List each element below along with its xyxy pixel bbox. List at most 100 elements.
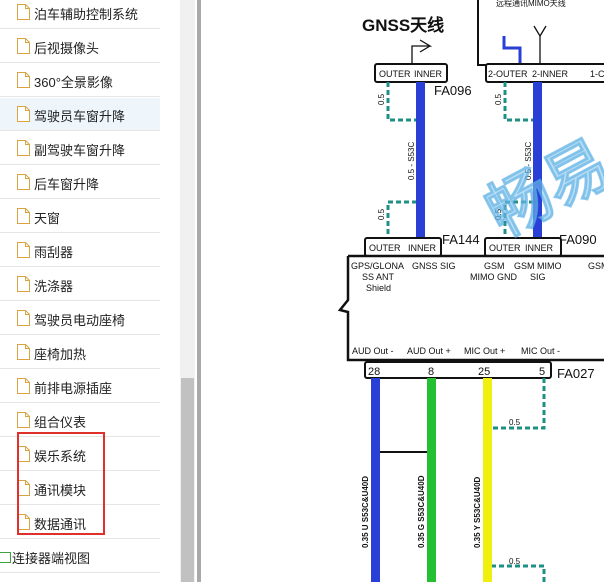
- tree-item-label: 数据通讯: [34, 517, 87, 532]
- file-icon: [17, 106, 30, 122]
- wire-label: 0.35 G S53C&U40D: [417, 475, 426, 548]
- conn-label-outer: OUTER: [379, 69, 411, 79]
- file-tree-sidebar: 泊车辅助控制系统 后视摄像头 360°全景影像 驾驶员车窗升降 副驾驶车窗升降 …: [0, 0, 180, 582]
- dash-wire-label: 0.5: [509, 418, 521, 427]
- module-box: [337, 254, 604, 362]
- tree-item-instrument-cluster[interactable]: 组合仪表: [0, 404, 160, 437]
- highlight-box: [17, 432, 105, 535]
- tree-item-washer[interactable]: 洗涤器: [0, 268, 160, 301]
- pin-label: SIG: [530, 272, 546, 282]
- tree-item-label: 360°全景影像: [34, 75, 113, 90]
- output-label: MIC Out -: [521, 346, 560, 356]
- file-icon: [17, 310, 30, 326]
- conn-label-outer: OUTER: [369, 243, 401, 253]
- file-icon: [17, 38, 30, 54]
- wire-blue-bottom: [371, 378, 380, 582]
- file-icon: [17, 4, 30, 20]
- wire-green-bottom: [427, 378, 436, 582]
- tree-item-rear-camera[interactable]: 后视摄像头: [0, 30, 160, 63]
- connector-id-fa144: FA144: [442, 232, 480, 247]
- tree-item-360-view[interactable]: 360°全景影像: [0, 64, 160, 97]
- sidebar-scrollbar[interactable]: [180, 0, 195, 582]
- tree-item-label: 驾驶员电动座椅: [34, 313, 126, 328]
- pin-label: GSM: [588, 261, 604, 271]
- shield-wires: [386, 82, 533, 242]
- file-icon: [17, 514, 30, 530]
- file-icon: [17, 140, 30, 156]
- wire-yellow-bottom: [483, 378, 492, 582]
- tree-item-label: 组合仪表: [34, 415, 87, 430]
- folder-icon: [0, 552, 11, 563]
- tree-item-sunroof[interactable]: 天窗: [0, 200, 160, 233]
- file-icon: [17, 242, 30, 258]
- tree-item-telematics-module[interactable]: 通讯模块: [0, 472, 160, 505]
- file-icon: [17, 344, 30, 360]
- tree-item-driver-power-seat[interactable]: 驾驶员电动座椅: [0, 302, 160, 335]
- tree-item-driver-window[interactable]: 驾驶员车窗升降: [0, 98, 160, 131]
- tree-item-wiper[interactable]: 雨刮器: [0, 234, 160, 267]
- pin-number: 25: [478, 366, 490, 378]
- tree-item-connector-end-view[interactable]: 连接器端视图: [0, 540, 160, 573]
- tree-item-rear-window[interactable]: 后车窗升降: [0, 166, 160, 199]
- pin-label: SS ANT: [362, 272, 395, 282]
- connector-top-right: [485, 63, 604, 83]
- pin-number: 28: [368, 366, 380, 378]
- wire-blue-left: [416, 82, 425, 242]
- conn-label-2-inner: 2-INNER: [532, 69, 569, 79]
- tree-item-label: 连接器端视图: [12, 551, 91, 566]
- connector-fa096: [374, 63, 448, 83]
- connector-id-fa096: FA096: [434, 83, 472, 98]
- tree-item-entertainment-system[interactable]: 娱乐系统: [0, 438, 160, 471]
- pane-splitter[interactable]: [197, 0, 201, 582]
- file-icon: [17, 412, 30, 428]
- pin-label: MIMO GND: [470, 272, 517, 282]
- antenna-icon: [533, 25, 547, 64]
- wire-label: 0.35 Y S53C&U40D: [473, 476, 482, 548]
- connector-id-fa027: FA027: [557, 366, 595, 381]
- mimo-antenna-label: 远程通讯MIMO天线: [496, 0, 566, 8]
- tree-item-label: 驾驶员车窗升降: [34, 109, 126, 124]
- wire-label: 0.5 - S53C: [407, 142, 416, 180]
- mimo-antenna-box: [477, 0, 604, 66]
- diagram-title: GNSS天线: [362, 15, 444, 35]
- tree-item-data-communication[interactable]: 数据通讯: [0, 506, 160, 539]
- pin-label: GSM: [484, 261, 505, 271]
- dash-wire-label: 0.5: [509, 557, 521, 566]
- output-label: MIC Out +: [464, 346, 505, 356]
- conn-label-1c: 1-C: [590, 69, 604, 79]
- tree-item-passenger-window[interactable]: 副驾驶车窗升降: [0, 132, 160, 165]
- pin-number: 8: [428, 366, 434, 378]
- tree-item-label: 后视摄像头: [34, 41, 100, 56]
- tree-item-seat-heating[interactable]: 座椅加热: [0, 336, 160, 369]
- tree-item-label: 后车窗升降: [34, 177, 100, 192]
- dash-wire-label: 0.5: [377, 93, 386, 105]
- file-icon: [17, 378, 30, 394]
- wire-blue-top: [502, 36, 522, 64]
- file-icon: [17, 174, 30, 190]
- output-label: AUD Out -: [352, 346, 394, 356]
- tree-item-front-power-socket[interactable]: 前排电源插座: [0, 370, 160, 403]
- tree-item-parking-assist[interactable]: 泊车辅助控制系统: [0, 0, 160, 29]
- tree-item-label: 前排电源插座: [34, 381, 113, 396]
- file-icon: [17, 72, 30, 88]
- file-icon: [17, 208, 30, 224]
- dash-wire-label: 0.5: [494, 93, 503, 105]
- conn-label-2-outer: 2-OUTER: [488, 69, 528, 79]
- tree-item-label: 通讯模块: [34, 483, 87, 498]
- conn-label-outer: OUTER: [489, 243, 521, 253]
- dash-wire-label: 0.5: [377, 208, 386, 220]
- pin-number: 5: [539, 366, 545, 378]
- tree-item-label: 洗涤器: [34, 279, 74, 294]
- conn-label-inner: INNER: [525, 243, 554, 253]
- dash-wire-label: 0.5: [494, 208, 503, 220]
- pin-label: GPS/GLONA: [351, 261, 404, 271]
- tree-item-label: 娱乐系统: [34, 449, 87, 464]
- scrollbar-thumb[interactable]: [181, 378, 194, 582]
- tree-item-label: 天窗: [34, 211, 61, 226]
- connector-id-fa090: FA090: [559, 232, 597, 247]
- tree-item-label: 泊车辅助控制系统: [34, 7, 139, 22]
- wiring-diagram: GNSS天线 远程通讯MIMO天线 OUTER INNER FA096 2-OU…: [337, 0, 604, 582]
- tree-item-label: 座椅加热: [34, 347, 87, 362]
- wire-label: 0.35 U S53C&U40D: [361, 476, 370, 548]
- conn-label-inner: INNER: [408, 243, 437, 253]
